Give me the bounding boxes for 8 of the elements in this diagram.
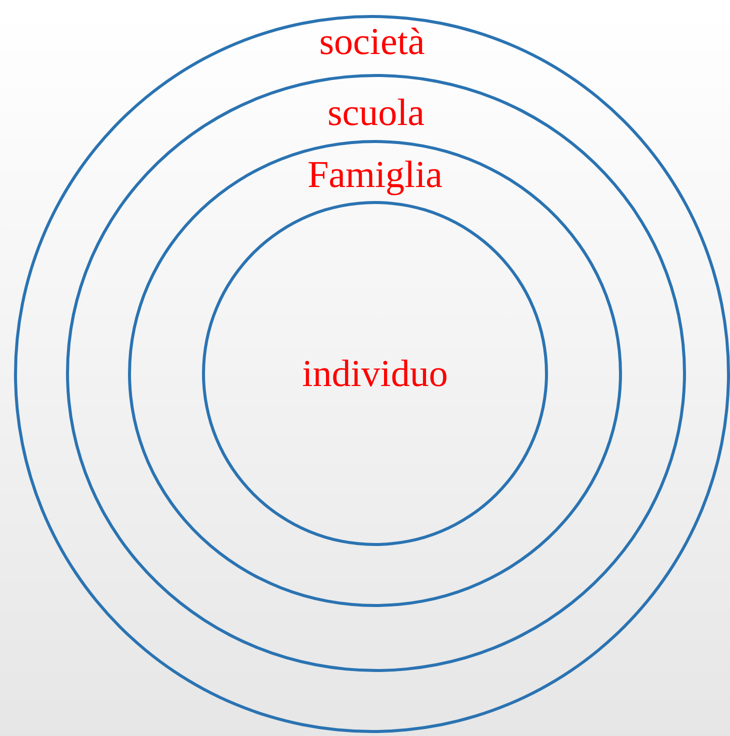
circle-ring [202,201,548,546]
circle-ring [14,15,730,733]
ring-label: Famiglia [307,155,443,195]
ring-label: società [319,22,425,62]
circle-ring [128,140,622,607]
ring-label: individuo [302,354,448,394]
ring-label: scuola [327,93,425,133]
circle-ring [66,74,686,672]
